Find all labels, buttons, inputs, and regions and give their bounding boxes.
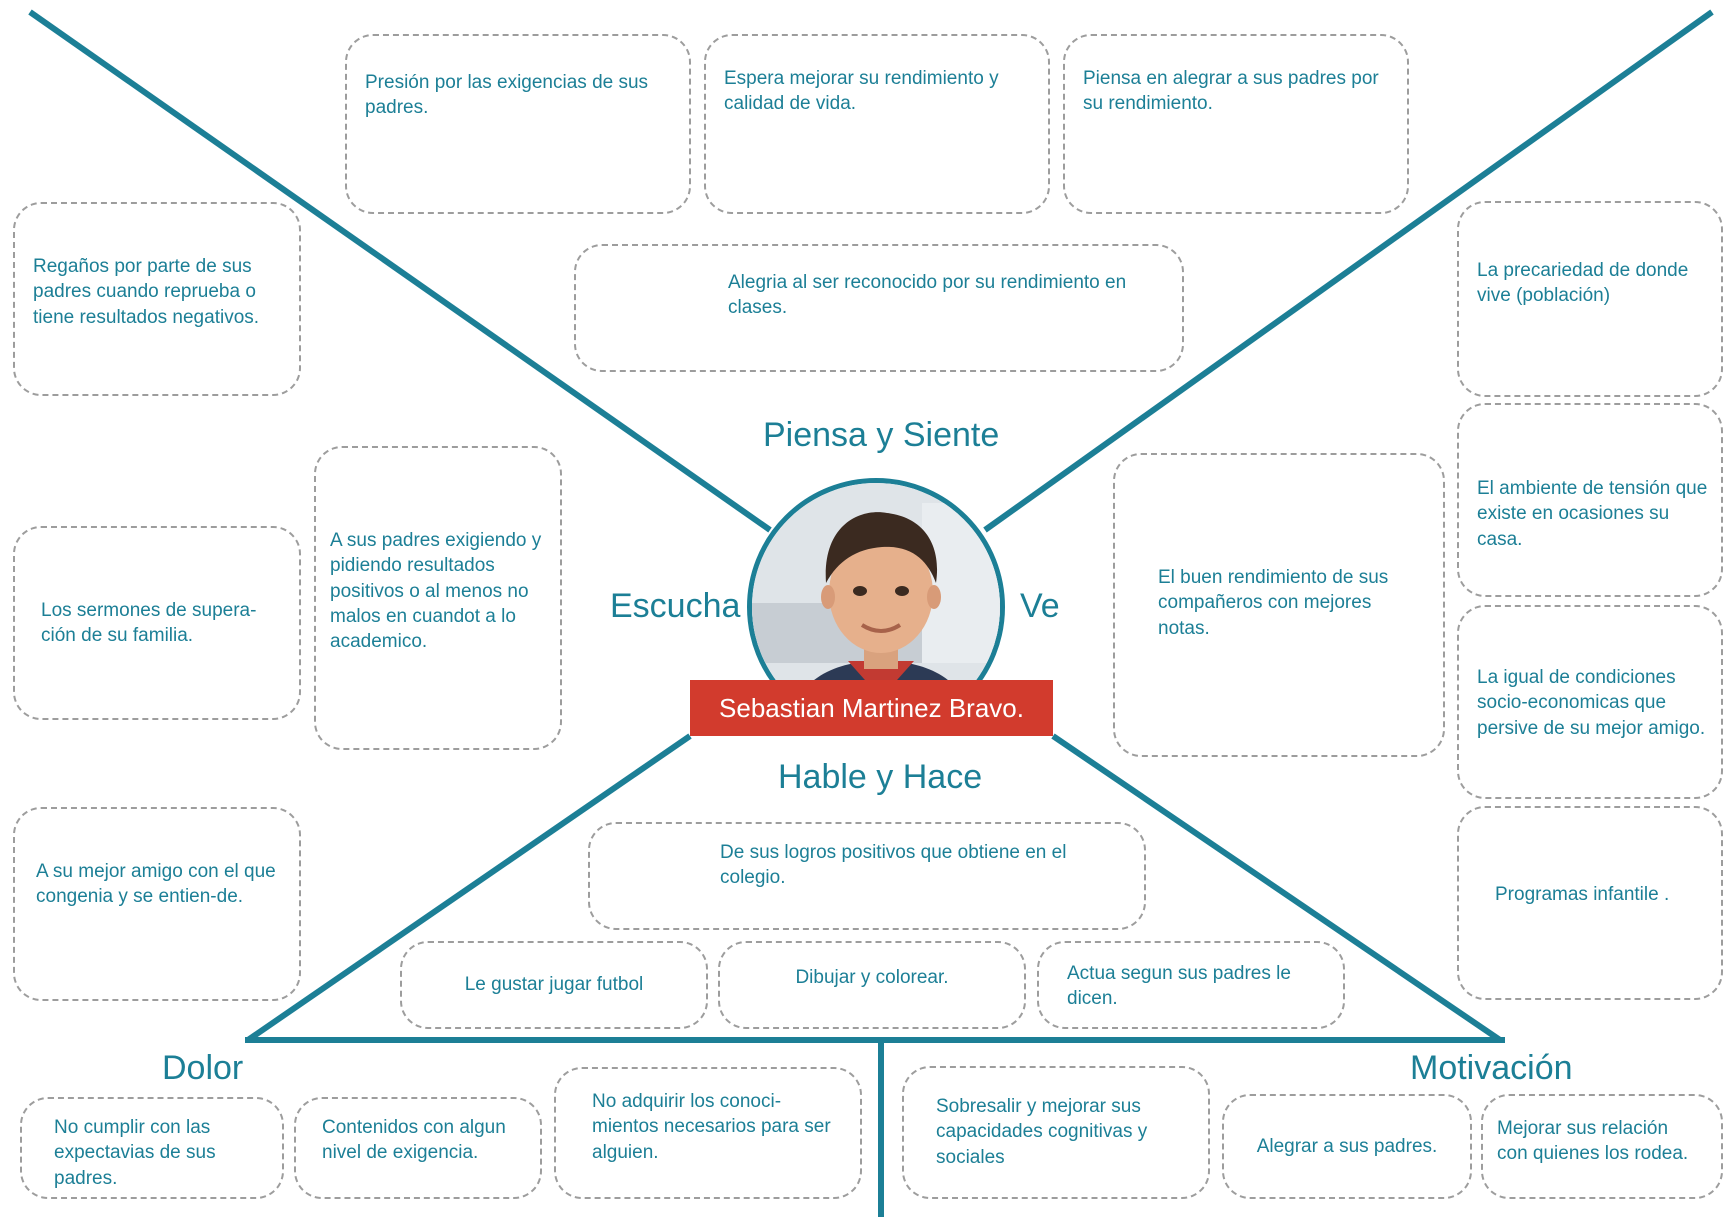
note-dolor-conocimientos: No adquirir los conoci-mientos necesario… — [554, 1067, 862, 1199]
triangle-left-edge — [246, 733, 692, 1043]
diagonal-top-right — [983, 9, 1714, 533]
note-ve-programas: Programas infantile . — [1457, 806, 1723, 1000]
heading-escucha: Escucha — [610, 587, 741, 625]
diagonal-top-left — [28, 9, 772, 533]
note-hace-actua: Actua segun sus padres le dicen. — [1037, 941, 1345, 1029]
note-hace-futbol: Le gustar jugar futbol — [400, 941, 708, 1029]
triangle-right-edge — [1051, 733, 1502, 1043]
note-dolor-contenidos: Contenidos con algun nivel de exigencia. — [294, 1097, 542, 1199]
note-hace-dibujar: Dibujar y colorear. — [718, 941, 1026, 1029]
heading-dolor: Dolor — [162, 1049, 244, 1087]
note-piensa-espera: Espera mejorar su rendimiento y calidad … — [704, 34, 1050, 214]
note-motivacion-relacion: Mejorar sus relación con quienes los rod… — [1481, 1094, 1723, 1199]
note-escucha-padres: A sus padres exigiendo y pidiendo result… — [314, 446, 562, 750]
note-ve-companeros: El buen rendimiento de sus compañeros co… — [1113, 453, 1445, 757]
note-piensa-presion: Presión por las exigencias de sus padres… — [345, 34, 691, 214]
heading-motivacion: Motivación — [1410, 1049, 1573, 1087]
note-dolor-expectativas: No cumplir con las expectavias de sus pa… — [20, 1097, 284, 1199]
note-escucha-sermones: Los sermones de supera-ción de su famili… — [13, 526, 301, 720]
note-ve-precariedad: La precariedad de donde vive (población) — [1457, 201, 1723, 397]
note-ve-tension: El ambiente de tensión que existe en oca… — [1457, 403, 1723, 597]
note-ve-condiciones: La igual de condiciones socio-economicas… — [1457, 605, 1723, 799]
heading-hable-hace: Hable y Hace — [778, 758, 983, 796]
note-escucha-reganos: Regaños por parte de sus padres cuando r… — [13, 202, 301, 396]
note-piensa-alegrar: Piensa en alegrar a sus padres por su re… — [1063, 34, 1409, 214]
note-piensa-alegria: Alegria al ser reconocido por su rendimi… — [574, 244, 1184, 372]
note-motivacion-sobresalir: Sobresalir y mejorar sus capacidades cog… — [902, 1066, 1210, 1199]
persona-name-banner: Sebastian Martinez Bravo. — [690, 680, 1053, 736]
note-hace-logros: De sus logros positivos que obtiene en e… — [588, 822, 1146, 930]
note-motivacion-alegrar: Alegrar a sus padres. — [1222, 1094, 1472, 1199]
heading-piensa-siente: Piensa y Siente — [763, 416, 1000, 454]
heading-ve: Ve — [1020, 587, 1060, 625]
note-escucha-amigo: A su mejor amigo con el que congenia y s… — [13, 807, 301, 1001]
